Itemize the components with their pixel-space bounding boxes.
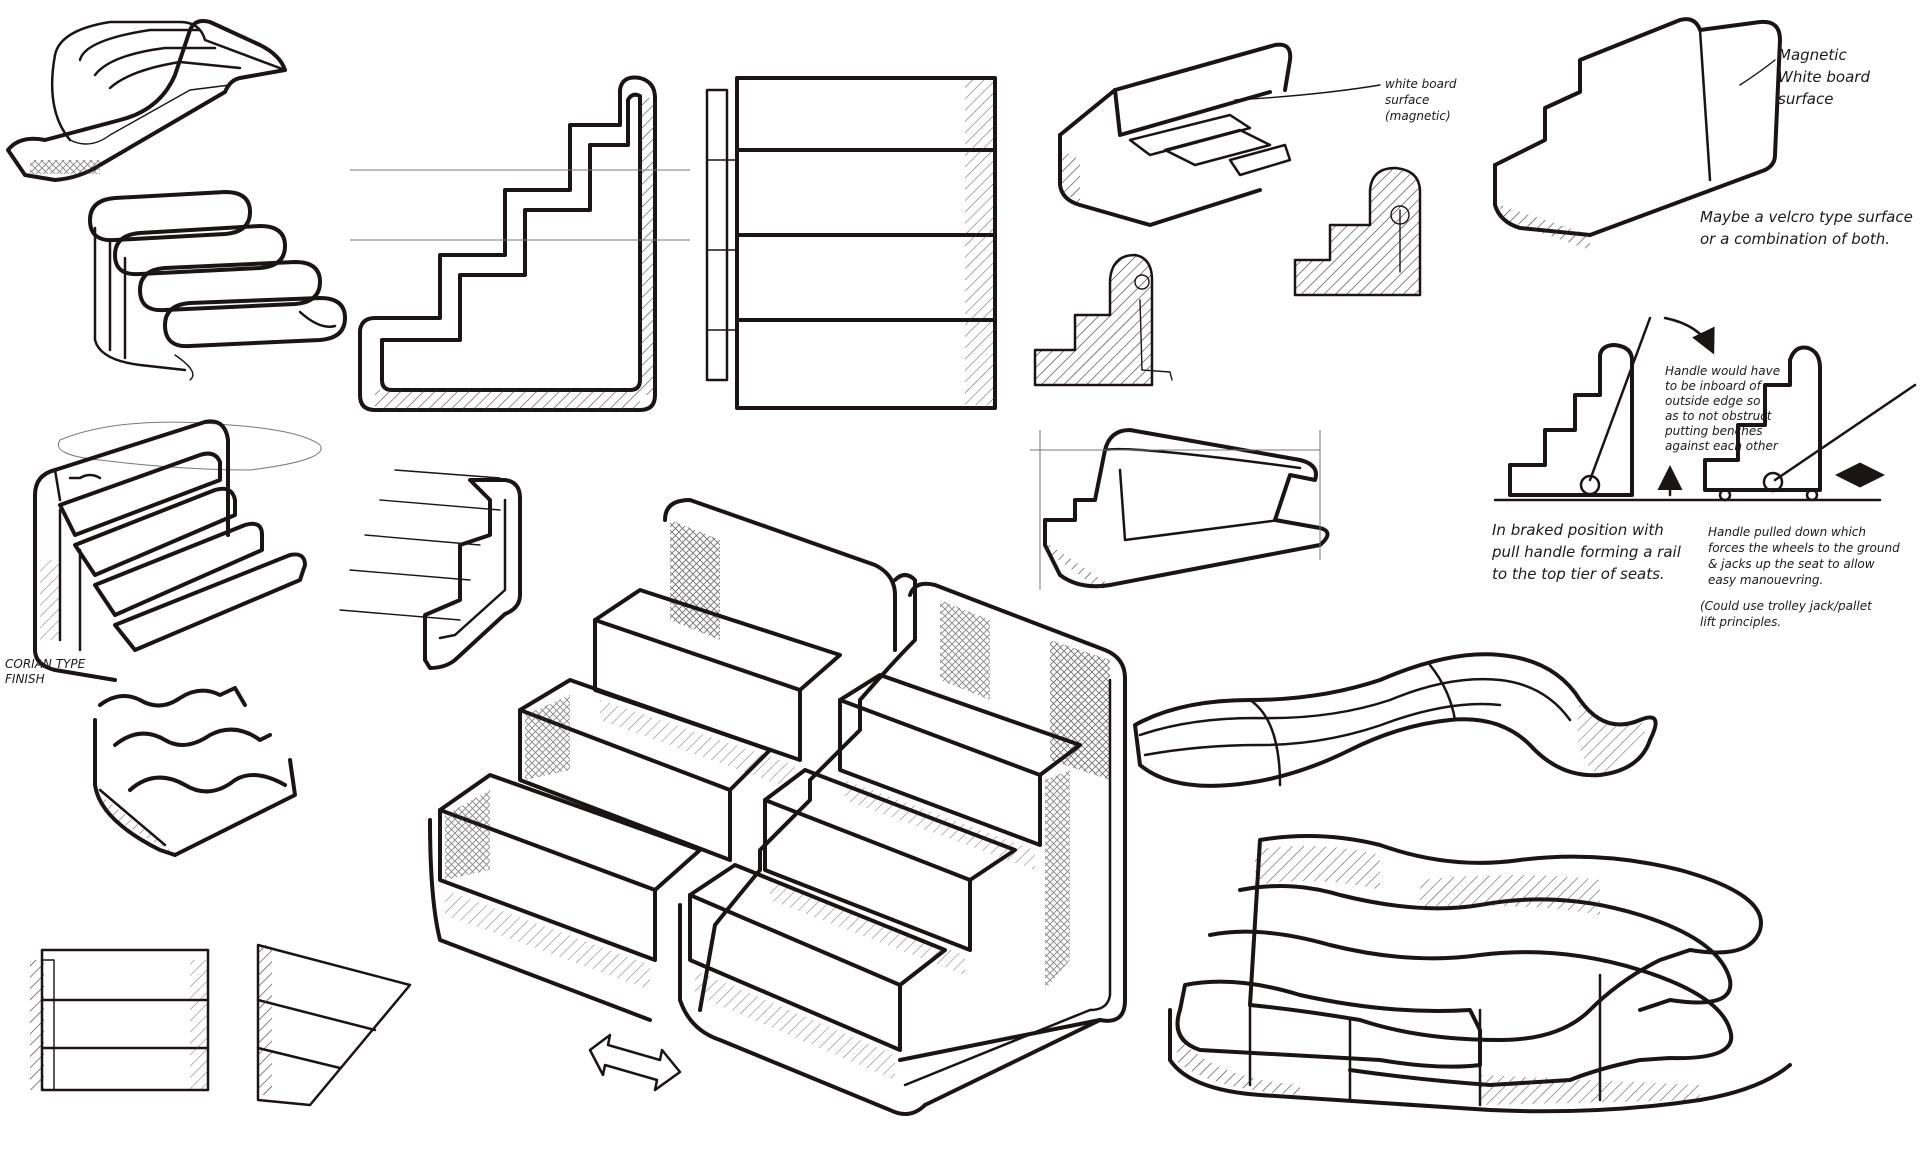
sketch-ribbon-bench <box>6 19 287 182</box>
corian-note-2: FINISH <box>5 672 45 686</box>
note-pulled-1: Handle pulled down which <box>1708 525 1866 539</box>
corian-note-1: CORIAN TYPE <box>5 657 86 671</box>
note-pulled-3: & jacks up the seat to allow <box>1708 557 1875 571</box>
sketch-stair-rail-detail <box>339 469 522 670</box>
sketch-loop-bench <box>88 190 347 381</box>
note-magnetic-2: White board <box>1778 68 1870 86</box>
note-velcro-2: or a combination of both. <box>1700 230 1890 248</box>
sketch-wave-bench <box>93 686 297 857</box>
note-magnetic-1: Magnetic <box>1778 46 1847 64</box>
sketch-main-tiered-bench <box>428 498 1127 1116</box>
sketch-handle-diagram: Handle would have to be inboard of outsi… <box>1491 316 1917 629</box>
note-trolley-1: (Could use trolley jack/pallet <box>1700 599 1873 613</box>
note-braked-2: pull handle forming a rail <box>1491 543 1682 561</box>
note-whiteboard-3: (magnetic) <box>1385 109 1451 123</box>
sketch-front-elevation-large <box>705 76 997 410</box>
sketch-cloud-bench <box>1168 834 1792 1114</box>
note-braked-1: In braked position with <box>1492 521 1664 539</box>
sketch-magnetic-whiteboard-bench: Magnetic White board surface Maybe a vel… <box>1493 17 1913 250</box>
double-arrow-icon <box>588 1033 682 1092</box>
note-handle-2: to be inboard of <box>1665 379 1763 393</box>
note-trolley-2: lift principles. <box>1700 615 1781 629</box>
sketch-whiteboard-bench: white board surface (magnetic) <box>1058 42 1457 227</box>
sketch-small-stair-profile-1 <box>1033 253 1173 387</box>
sketch-section-profile <box>350 75 690 412</box>
note-handle-1: Handle would have <box>1665 364 1780 378</box>
note-pulled-4: easy manouevring. <box>1708 573 1823 587</box>
sketch-side-elevation-small <box>256 943 412 1107</box>
note-velcro-1: Maybe a velcro type surface <box>1700 208 1913 226</box>
note-pulled-2: forces the wheels to the ground <box>1708 541 1900 555</box>
sketch-rail-bench <box>1030 428 1330 590</box>
note-handle-3: outside edge so <box>1665 394 1760 408</box>
note-whiteboard-1: white board <box>1385 77 1457 91</box>
sketch-corian-bench: CORIAN TYPE FINISH <box>5 419 322 686</box>
sketch-serpentine-bench <box>1133 652 1658 788</box>
note-braked-3: to the top tier of seats. <box>1492 565 1665 583</box>
note-magnetic-3: surface <box>1778 90 1833 108</box>
sketch-front-elevation-small <box>30 948 210 1092</box>
note-handle-4: as to not obstruct <box>1665 409 1773 423</box>
note-whiteboard-2: surface <box>1385 93 1429 107</box>
sketch-small-stair-profile-2 <box>1293 166 1422 297</box>
note-handle-6: against each other <box>1665 439 1779 453</box>
